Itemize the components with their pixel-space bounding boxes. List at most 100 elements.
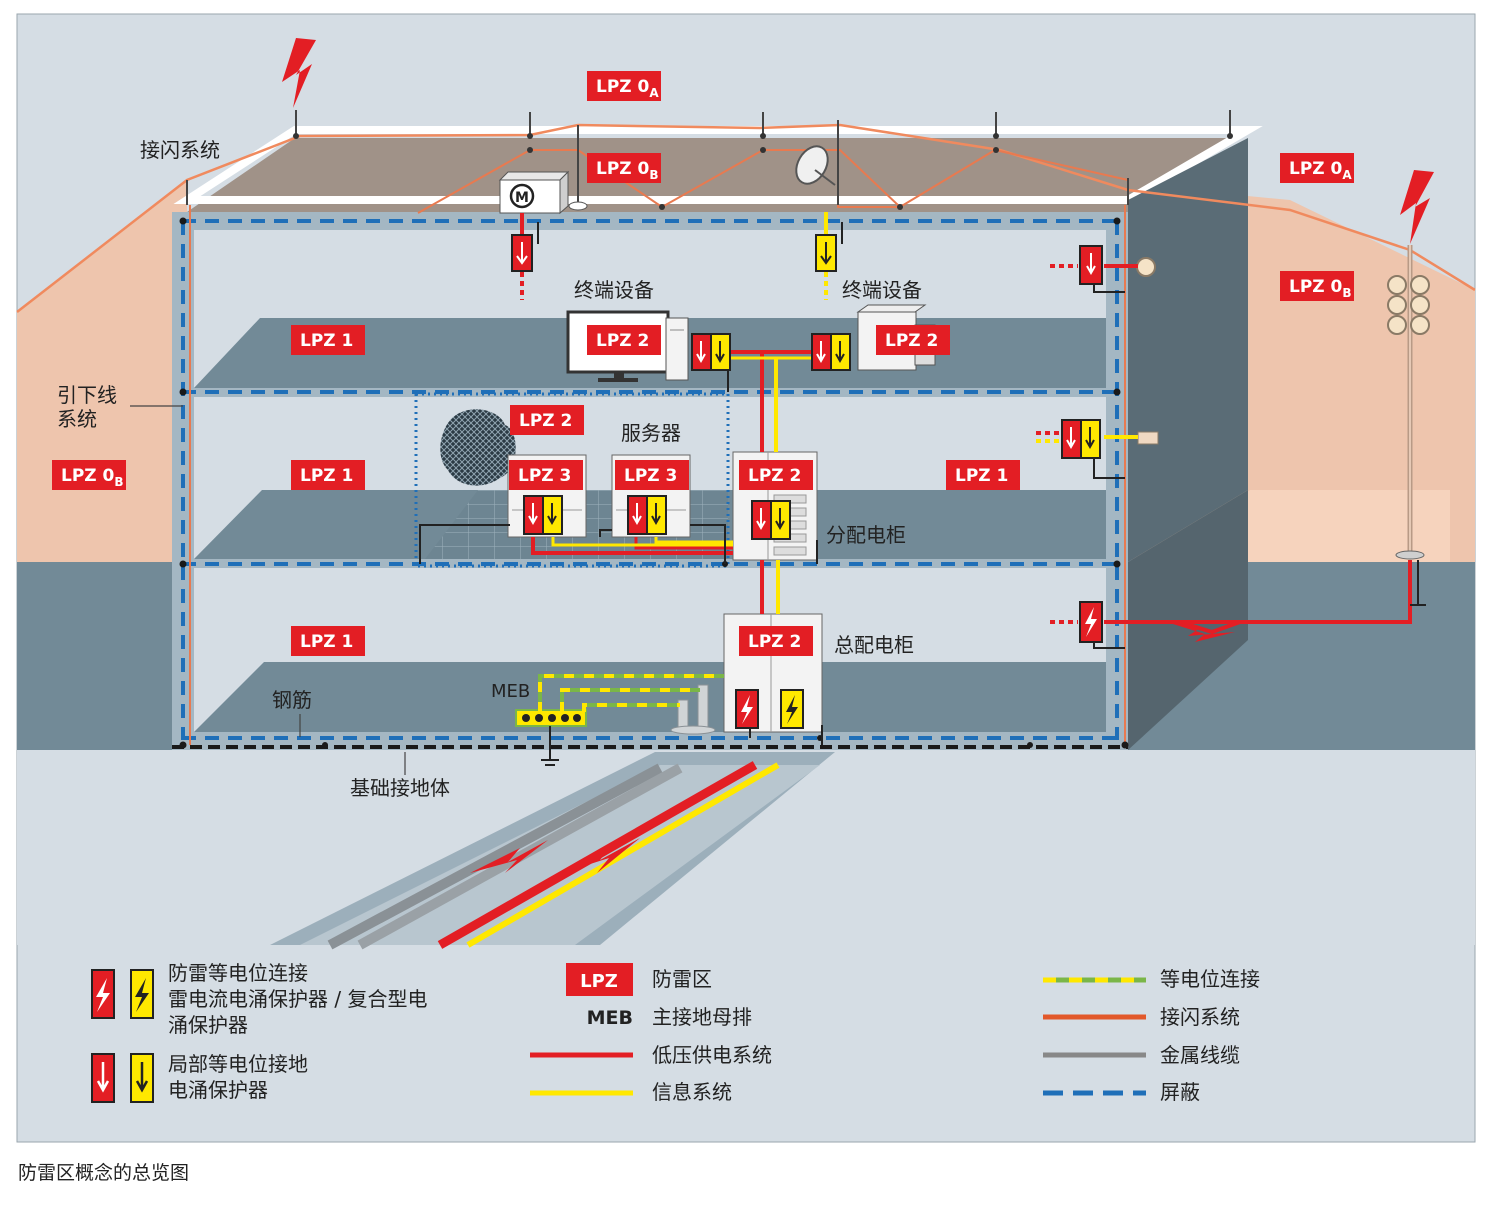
computer-terminal xyxy=(566,310,689,382)
legend-lpz-symbol: LPZ xyxy=(580,971,618,992)
terminal-label-2: 终端设备 xyxy=(842,278,922,302)
legend-lpz-text: 防雷区 xyxy=(652,967,712,991)
diagram-text-labels: 接闪系统 引下线 系统 终端设备 终端设备 服务器 分配电柜 总配电柜 MEB … xyxy=(57,138,922,800)
server-room-shield xyxy=(414,392,730,568)
spd-wall-socket xyxy=(1061,419,1101,459)
motor-unit: M xyxy=(498,170,570,215)
lpz-zone-label-text: LPZ 2 xyxy=(748,466,801,486)
spd-terminal-1 xyxy=(691,333,731,371)
lpz-zone-label: LPZ 2 xyxy=(739,626,813,656)
roof xyxy=(187,138,1230,212)
main-distribution-label: 总配电柜 xyxy=(834,633,914,657)
lpz-zone-label-text: LPZ 1 xyxy=(300,632,353,652)
lpz-zone-label: LPZ 0A xyxy=(1280,153,1354,183)
lpz-zone-label-text: LPZ 2 xyxy=(519,411,572,431)
air-termination-system xyxy=(16,110,1476,313)
lpz-zone-label-box xyxy=(615,460,689,490)
legend-info-text: 信息系统 xyxy=(652,1080,732,1104)
down-conductor-label-line1: 引下线 xyxy=(57,383,117,407)
spd-lightning-main-power xyxy=(735,689,759,729)
info-wiring xyxy=(551,212,1138,614)
shield-lines xyxy=(181,219,1119,740)
lightning-bolt-right xyxy=(1400,170,1434,244)
lpz-zone-label-box xyxy=(291,325,365,355)
lpz-zone-label: LPZ 3 xyxy=(615,460,689,490)
lpz-zone-label-text: LPZ 1 xyxy=(300,331,353,351)
legend-power-text: 低压供电系统 xyxy=(652,1043,772,1067)
lpz-zone-label-text: LPZ 0A xyxy=(1289,159,1352,182)
bonding-wiring xyxy=(538,674,724,712)
lpz-zone-label: LPZ 0A xyxy=(587,71,661,101)
mesh-antenna-icon xyxy=(440,409,516,486)
lpz-zone-label-text: LPZ 1 xyxy=(300,466,353,486)
down-conductor-label-line2: 系统 xyxy=(57,407,97,431)
spd-lightning-main-info xyxy=(780,689,804,729)
lpz-zone-label-box xyxy=(1280,271,1354,301)
lightning-bolt-left xyxy=(282,38,316,108)
lpz-zone-label-box xyxy=(291,626,365,656)
sub-distribution-label: 分配电柜 xyxy=(826,523,906,547)
server-label: 服务器 xyxy=(621,421,681,445)
lpz-zone-label: LPZ 0B xyxy=(1280,271,1354,301)
lightning-surge-line xyxy=(1160,620,1235,642)
terminal-label-1: 终端设备 xyxy=(574,278,654,302)
legend-lightning-spd-icon xyxy=(91,969,154,1019)
lpz-zone-label: LPZ 1 xyxy=(291,460,365,490)
legend-local-spd-text-2: 电涌保护器 xyxy=(168,1078,268,1102)
legend-lightning-spd-text-1: 防雷等电位连接 xyxy=(168,961,308,985)
floodlight-mast xyxy=(1179,245,1430,635)
lpz-zone-label-box xyxy=(52,460,126,490)
legend: 防雷等电位连接 雷电流电涌保护器 / 复合型电 涌保护器 局部等电位接地 电涌保… xyxy=(91,961,1260,1104)
lpz-zone-label-box xyxy=(587,153,661,183)
wall-socket-icon xyxy=(1137,431,1159,445)
lpz-zone-label-text: LPZ 2 xyxy=(596,331,649,351)
lpz-zone-label-text: LPZ 3 xyxy=(624,466,677,486)
lpz-zone-label-text: LPZ 0B xyxy=(61,466,124,489)
lpz-zone-label-box xyxy=(1280,153,1354,183)
lpz-zone-label: LPZ 2 xyxy=(739,460,813,490)
rebar-label: 钢筋 xyxy=(272,688,312,712)
satellite-dish-icon xyxy=(795,145,836,186)
lpz-zone-label-box xyxy=(946,460,1020,490)
info-cable-underground xyxy=(466,762,780,948)
metal-cable-1 xyxy=(327,763,663,950)
lpz-zone-label-text: LPZ 0B xyxy=(1289,277,1352,300)
lpz-zone-label-text: LPZ 3 xyxy=(518,466,571,486)
lightning-surge-underground-2 xyxy=(562,838,640,873)
spd-lightning-external xyxy=(1079,601,1103,643)
motor-icon xyxy=(509,183,535,209)
meb-label: MEB xyxy=(491,681,530,702)
lpz-zone-label-box xyxy=(509,460,583,490)
spd-sub-distribution xyxy=(751,500,791,540)
lpz-zone-label-box xyxy=(876,325,950,355)
legend-local-spd-text-1: 局部等电位接地 xyxy=(168,1052,308,1076)
spd-terminal-2 xyxy=(811,333,851,371)
lpz-zone-label-text: LPZ 0A xyxy=(596,77,659,100)
meb-bar xyxy=(515,709,587,766)
underground-trench xyxy=(270,752,835,950)
legend-air-text: 接闪系统 xyxy=(1160,1005,1240,1029)
lpz-zone-label-box xyxy=(739,626,813,656)
lpz-zone-label-box xyxy=(739,460,813,490)
legend-lightning-spd-text-2: 雷电流电涌保护器 / 复合型电 xyxy=(168,987,427,1011)
spd-motor-line xyxy=(511,234,533,272)
lpz-zone-label-box xyxy=(587,325,661,355)
legend-shield-text: 屏蔽 xyxy=(1160,1080,1200,1104)
lpz-zone-label: LPZ 3 xyxy=(509,460,583,490)
legend-local-spd-icon xyxy=(91,1053,154,1103)
spd-server-1 xyxy=(523,495,563,535)
figure-caption: 防雷区概念的总览图 xyxy=(18,1162,190,1184)
foundation-earth-label: 基础接地体 xyxy=(350,776,450,800)
lpz-zone-label: LPZ 2 xyxy=(876,325,950,355)
spd-server-2 xyxy=(627,495,667,535)
lpz-zone-label: LPZ 2 xyxy=(510,405,584,435)
lpz-zone-label-box xyxy=(510,405,584,435)
legend-metal-text: 金属线缆 xyxy=(1160,1043,1240,1067)
power-wiring xyxy=(520,213,1180,624)
lpz-zone-label: LPZ 0B xyxy=(587,153,661,183)
lpz-zone-label-text: LPZ 2 xyxy=(885,331,938,351)
legend-lightning-spd-text-3: 涌保护器 xyxy=(168,1013,248,1037)
wall-lamp-icon xyxy=(1136,257,1156,277)
side-wall xyxy=(1128,138,1248,562)
